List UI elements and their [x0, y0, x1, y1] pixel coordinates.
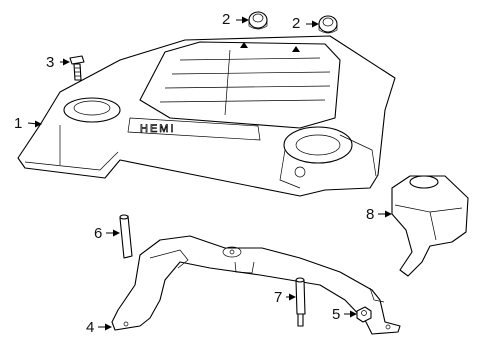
- callout-3: 3: [46, 54, 55, 71]
- callout-1: 1: [14, 115, 23, 132]
- stud-icon: [119, 214, 133, 259]
- mounting-bracket-icon: [111, 235, 401, 335]
- callout-8: 8: [366, 206, 375, 223]
- grommet-icon: [248, 11, 268, 30]
- grommet-icon: [318, 15, 338, 34]
- callout-2: 2: [222, 11, 231, 28]
- callout-7: 7: [274, 289, 283, 306]
- insulator-pad-icon: [391, 175, 469, 277]
- nut-icon: [356, 306, 372, 323]
- bolt-icon: [69, 55, 85, 81]
- engine-cover-icon: HEMI: [17, 35, 396, 197]
- stud-icon: [295, 277, 306, 327]
- callout-2: 2: [292, 15, 301, 32]
- callout-4: 4: [86, 319, 95, 336]
- svg-text:HEMI: HEMI: [140, 123, 176, 135]
- callout-5: 5: [332, 306, 341, 323]
- callout-6: 6: [94, 225, 103, 242]
- leader-lines: [27, 16, 392, 331]
